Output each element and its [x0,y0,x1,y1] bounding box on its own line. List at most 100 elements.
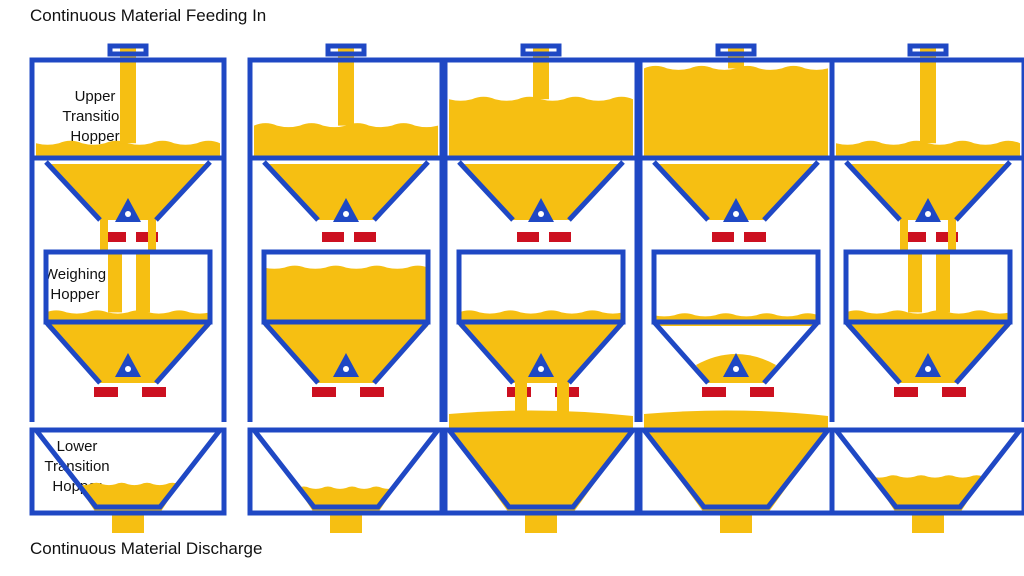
weigh-valve-dot [125,366,131,372]
weigh-box-frame [651,249,821,325]
upper-box-material [836,140,1020,158]
upper-box-material [36,140,220,158]
upper-cone-frame [844,160,1012,222]
upper-side-frame [829,158,1024,250]
stage-4 [637,43,835,533]
upper-valve-icon [115,198,141,222]
inlet-flange [520,43,562,57]
upper-discharge-stream-left [100,220,108,250]
weigh-side-frame [29,250,227,422]
upper-gate-left [904,232,926,242]
stage-2 [247,43,445,533]
weigh-gate-left [312,387,336,397]
stage-1 [29,43,227,533]
weigh-gate-right [142,387,166,397]
weigh-valve-dot [538,366,544,372]
stage-5 [829,43,1024,533]
upper-gate-right [549,232,571,242]
weigh-inflow-left [908,252,922,313]
stage-3 [442,43,640,533]
weigh-cone-frame [457,320,625,385]
weigh-cone-frame [262,320,430,385]
upper-cone-frame [262,160,430,222]
upper-discharge-stream-right [148,220,156,250]
upper-gate-left [322,232,344,242]
upper-gate-right [936,232,958,242]
upper-valve-dot [925,211,931,217]
weigh-valve-dot [733,366,739,372]
lower-box-frame [247,427,445,516]
inlet-flange [715,43,757,57]
weigh-inflow-right [936,252,950,313]
weigh-valve-dot [343,366,349,372]
weighing-hopper-label: Weighing Hopper [30,265,120,305]
upper-box-material [254,123,438,158]
weigh-label-line-1: Weighing [43,266,107,283]
lower-label-line-1: Lower [56,438,98,455]
weigh-valve-icon [528,353,554,377]
top-title: Continuous Material Feeding In [30,6,267,25]
upper-valve-icon [915,198,941,222]
upper-cone-frame [652,160,820,222]
upper-discharge-stream-left [900,220,908,250]
weigh-valve-icon [333,353,359,377]
upper-side-frame [442,158,640,250]
upper-side-frame [247,158,445,250]
upper-gate-left [712,232,734,242]
upper-box-frame [29,57,227,161]
upper-gate-right [354,232,376,242]
discharge-stream [720,513,752,533]
upper-box-material [449,96,633,158]
lower-cone-frame [834,428,1022,510]
feed-stream [120,44,136,144]
weigh-valve-icon [723,353,749,377]
upper-valve-icon [333,198,359,222]
upper-valve-dot [538,211,544,217]
weigh-box-material [264,265,428,326]
weigh-gate-left [894,387,918,397]
weigh-gate-left [94,387,118,397]
feed-stream [338,44,354,126]
weigh-inflow-left [108,252,122,313]
weigh-inflow-right [136,252,150,313]
upper-side-frame [29,158,227,250]
upper-valve-dot [343,211,349,217]
upper-transition-hopper-label: Upper Transition Hopper [45,87,145,147]
upper-label-line-2: Transition [62,108,128,125]
inlet-flange [907,43,949,57]
weigh-box-frame [43,249,213,325]
lower-box-frame [829,427,1024,516]
discharge-stream [112,513,144,533]
upper-gate-left [104,232,126,242]
weigh-cone-frame [44,320,212,385]
inlet-flange [107,43,149,57]
upper-gate-left [517,232,539,242]
upper-label-line-1: Upper [74,88,116,105]
weigh-valve-icon [115,353,141,377]
upper-box-frame [247,57,445,161]
lower-cone-frame [447,428,635,510]
upper-valve-dot [733,211,739,217]
weigh-box-frame [456,249,626,325]
weigh-box-frame [261,249,431,325]
weigh-cone-frame [844,320,1012,385]
upper-valve-icon [723,198,749,222]
upper-valve-dot [125,211,131,217]
bottom-title: Continuous Material Discharge [30,539,263,558]
feed-stream [920,44,936,144]
lower-material [872,475,984,513]
lower-box-frame [29,427,227,516]
upper-box-material [644,65,828,158]
weigh-gate-right [360,387,384,397]
lower-cone-frame [642,428,830,510]
upper-discharge-stream-right [948,220,956,250]
discharge-stream [525,513,557,533]
discharge-stream [330,513,362,533]
lower-cone-frame [34,428,222,510]
weigh-cone-frame [652,320,820,385]
upper-gate-right [136,232,158,242]
upper-valve-icon [528,198,554,222]
upper-box-frame [442,57,640,161]
lower-cone-frame [252,428,440,510]
